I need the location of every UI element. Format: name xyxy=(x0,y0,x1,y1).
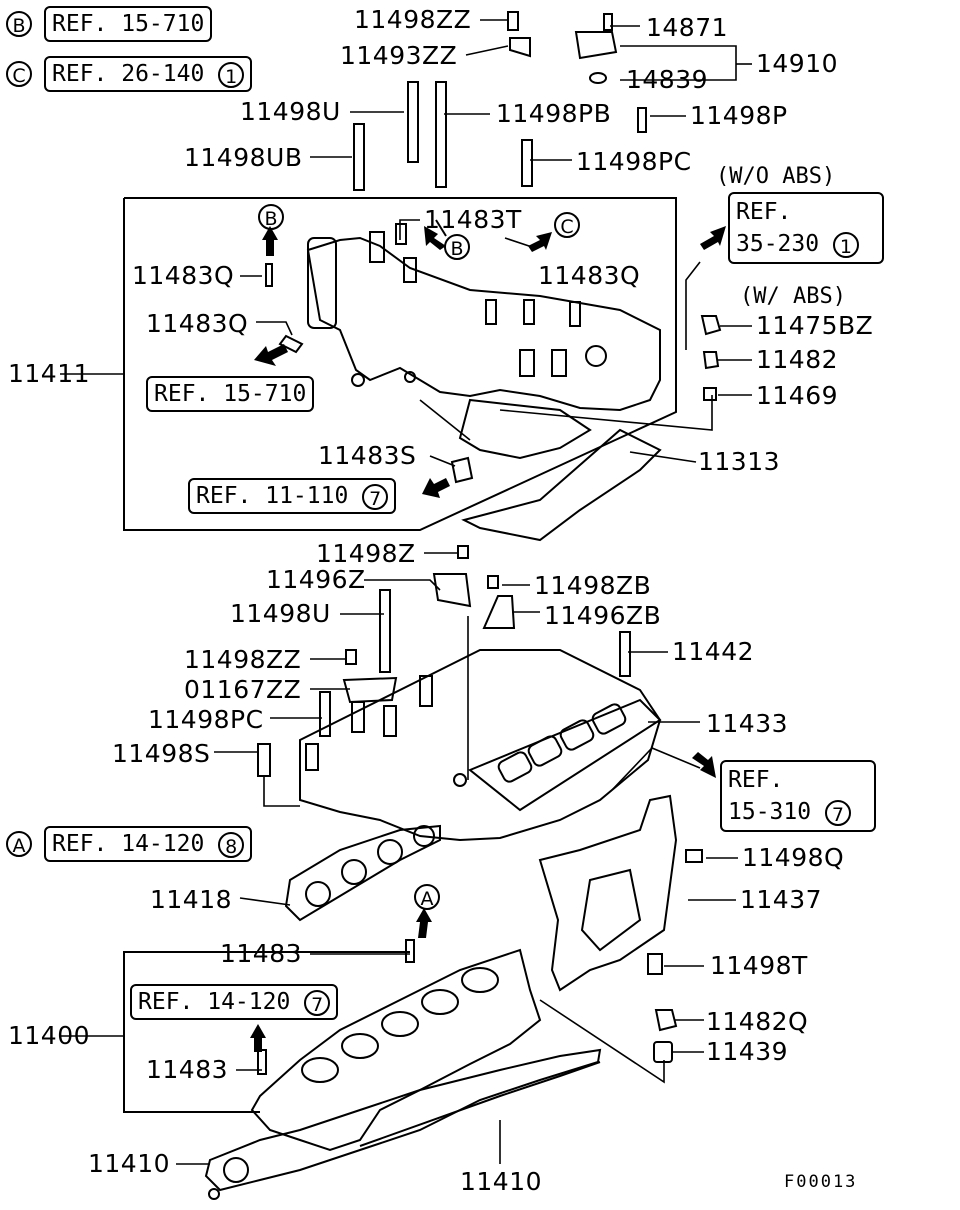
part-label-11483-a: 11483 xyxy=(220,939,303,968)
note-without-abs: (W/O ABS) xyxy=(716,164,836,189)
legend-ref-a-circle: 8 xyxy=(218,831,245,858)
gasket-11313 xyxy=(461,428,662,542)
legend-ref-b: REF. 15-710 xyxy=(44,6,213,42)
part-label-11498pc-top: 11498PC xyxy=(576,147,692,176)
ref-35-230-circle: 1 xyxy=(832,231,859,258)
lower-assembly-bracket xyxy=(123,951,410,1113)
legend-row-c: C REF. 26-140 1 xyxy=(6,56,253,92)
plenum-shape xyxy=(306,236,661,412)
legend-ref-c-circle: 1 xyxy=(218,61,245,88)
ref-11-110-circle: 7 xyxy=(362,483,389,510)
part-label-11498zb: 11498ZB xyxy=(534,571,652,600)
part-label-01167zz: 01167ZZ xyxy=(184,675,302,704)
part-label-11313: 11313 xyxy=(698,447,781,476)
direction-arrows xyxy=(250,226,726,1052)
part-label-11496zb: 11496ZB xyxy=(544,601,662,630)
bracket-11437 xyxy=(538,794,678,992)
legend-row-b: B REF. 15-710 xyxy=(6,6,213,42)
callout-marker-a: A xyxy=(6,831,32,857)
part-label-11498pc-mid: 11498PC xyxy=(148,705,264,734)
leader-lines xyxy=(60,19,752,1165)
part-label-11437: 11437 xyxy=(740,885,823,914)
ref-box-15-310: REF. 15-310 7 xyxy=(720,760,876,832)
part-label-11410-b: 11410 xyxy=(460,1167,543,1196)
legend-row-a: A REF. 14-120 8 xyxy=(6,826,253,862)
part-label-11410-a: 11410 xyxy=(88,1149,171,1178)
callout-marker-b: B xyxy=(6,11,32,37)
part-label-11483t: 11483T xyxy=(424,205,522,234)
ref-box-14-120: REF. 14-120 7 xyxy=(130,984,339,1020)
part-label-11498zz-mid: 11498ZZ xyxy=(184,645,302,674)
part-label-11498s: 11498S xyxy=(112,739,211,768)
parts-shapes xyxy=(204,11,722,1200)
part-label-11493zz: 11493ZZ xyxy=(340,41,458,70)
part-label-11483q-c: 11483Q xyxy=(146,309,249,338)
part-label-11483q-b: 11483Q xyxy=(538,261,641,290)
part-label-11498q: 11498Q xyxy=(742,843,845,872)
part-label-11498pb: 11498PB xyxy=(496,99,612,128)
callout-c: C xyxy=(554,212,580,238)
ref-15-710-text: REF. 15-710 xyxy=(154,381,307,407)
ref-15-310-circle: 7 xyxy=(824,799,851,826)
intake-11433 xyxy=(299,649,662,842)
ref-35-230-line1: REF. xyxy=(736,199,792,225)
part-label-11482q: 11482Q xyxy=(706,1007,809,1036)
part-label-11498p: 11498P xyxy=(690,101,788,130)
part-label-11433: 11433 xyxy=(706,709,789,738)
ref-15-310-line1: REF. xyxy=(728,767,784,793)
ref-box-15-710: REF. 15-710 xyxy=(146,376,315,412)
part-label-11411: 11411 xyxy=(8,359,91,388)
ref-35-230-line2: 35-230 xyxy=(736,231,820,257)
part-label-11498u-mid: 11498U xyxy=(230,599,331,628)
part-label-14910: 14910 xyxy=(756,49,839,78)
gasket-11410 xyxy=(204,1048,602,1192)
part-label-11483-b: 11483 xyxy=(146,1055,229,1084)
part-label-11483q-a: 11483Q xyxy=(132,261,235,290)
part-label-11482: 11482 xyxy=(756,345,839,374)
manifold-11400 xyxy=(250,948,542,1152)
part-label-11498u-top: 11498U xyxy=(240,97,341,126)
part-label-11498z: 11498Z xyxy=(316,539,416,568)
part-label-11475bz: 11475BZ xyxy=(756,311,874,340)
ref-14-120-text: REF. 14-120 xyxy=(138,989,291,1015)
part-label-11469: 11469 xyxy=(756,381,839,410)
ref-box-35-230: REF. 35-230 1 xyxy=(728,192,884,264)
figure-code: F00013 xyxy=(784,1172,858,1192)
ref-11-110-text: REF. 11-110 xyxy=(196,483,349,509)
legend-ref-b-text: REF. 15-710 xyxy=(52,11,205,37)
part-label-11498t: 11498T xyxy=(710,951,808,980)
part-label-11418: 11418 xyxy=(150,885,233,914)
part-label-14871: 14871 xyxy=(646,13,729,42)
legend-ref-a: REF. 14-120 8 xyxy=(44,826,253,862)
callout-a: A xyxy=(414,884,440,910)
legend-ref-c: REF. 26-140 1 xyxy=(44,56,253,92)
ref-14-120-circle: 7 xyxy=(304,989,331,1016)
note-with-abs: (W/ ABS) xyxy=(740,284,846,309)
callout-b-right: B xyxy=(444,234,470,260)
gasket-11418 xyxy=(284,824,441,922)
legend-ref-c-text: REF. 26-140 xyxy=(52,61,205,87)
part-label-11400: 11400 xyxy=(8,1021,91,1050)
ref-box-11-110: REF. 11-110 7 xyxy=(188,478,397,514)
callout-b-up: B xyxy=(258,204,284,230)
part-label-11496z: 11496Z xyxy=(266,565,366,594)
part-label-14839: 14839 xyxy=(626,65,709,94)
part-label-11439: 11439 xyxy=(706,1037,789,1066)
upper-assembly-outline xyxy=(123,197,677,531)
ref-15-310-line2: 15-310 xyxy=(728,799,812,825)
callout-marker-c: C xyxy=(6,61,32,87)
part-label-11498zz-top: 11498ZZ xyxy=(354,5,472,34)
part-label-11442: 11442 xyxy=(672,637,755,666)
part-label-11498ub: 11498UB xyxy=(184,143,303,172)
part-label-11483s: 11483S xyxy=(318,441,417,470)
legend-ref-a-text: REF. 14-120 xyxy=(52,831,205,857)
